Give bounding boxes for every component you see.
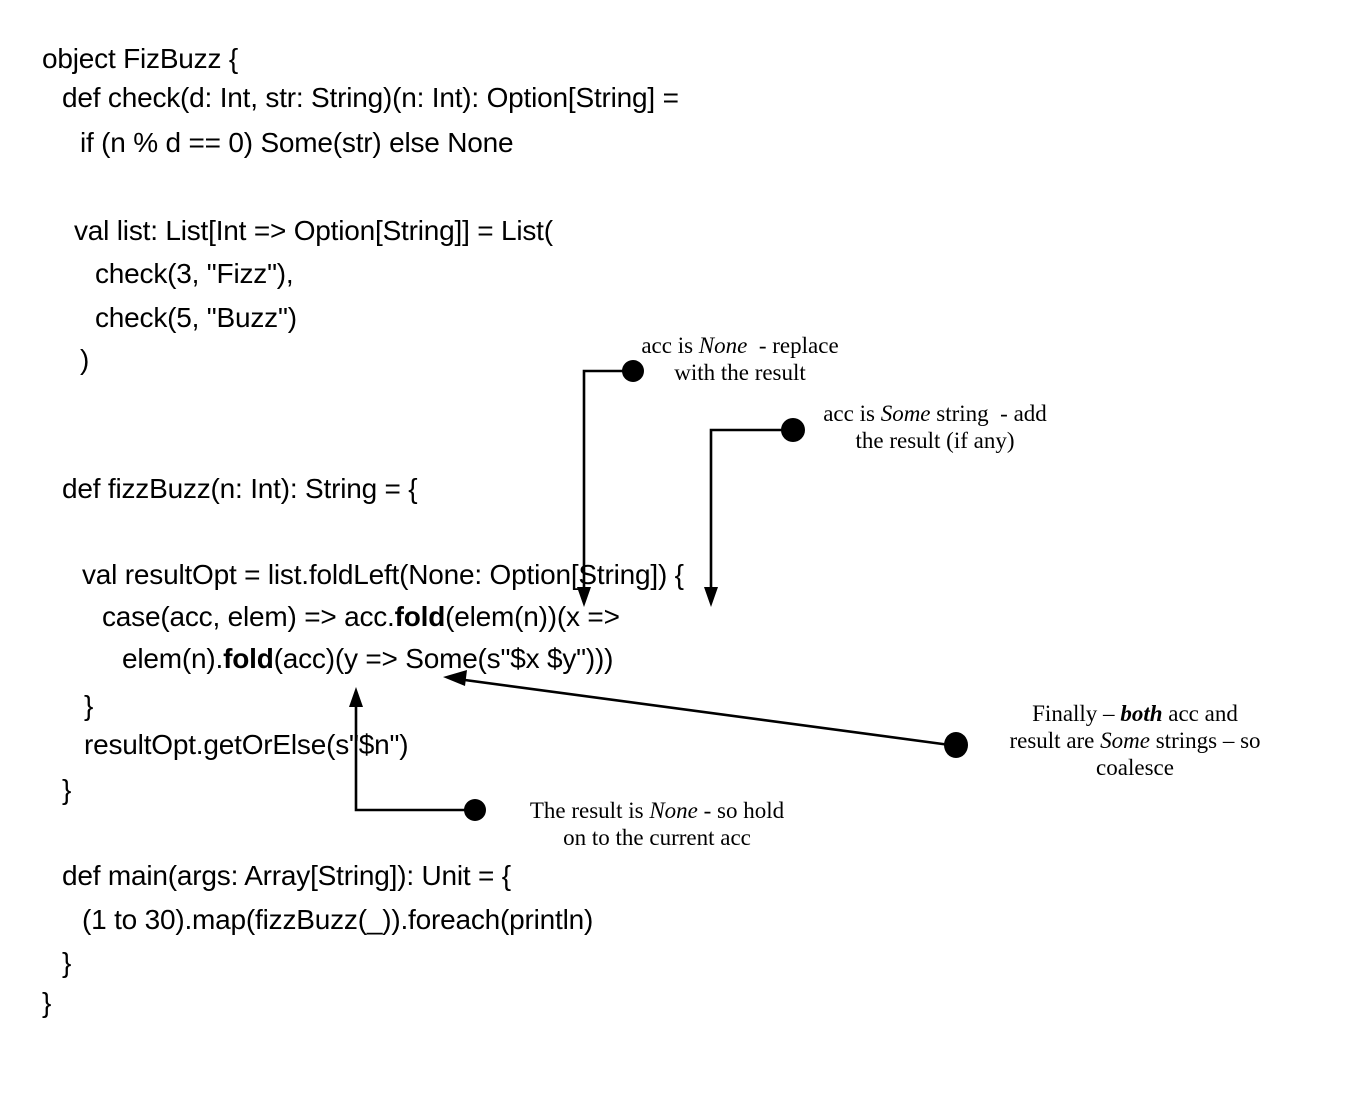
code-line-l05: check(3, "Fizz"), bbox=[95, 258, 294, 289]
code-line-l02: def check(d: Int, str: String)(n: Int): … bbox=[62, 82, 679, 113]
code-line-l08: def fizzBuzz(n: Int): String = { bbox=[62, 473, 418, 504]
code-line-l04: val list: List[Int => Option[String]] = … bbox=[74, 215, 553, 246]
code-line-l11: elem(n).fold(acc)(y => Some(s"$x $y"))) bbox=[122, 643, 614, 674]
code-line-l06: check(5, "Buzz") bbox=[95, 302, 297, 333]
code-line-l03: if (n % d == 0) Some(str) else None bbox=[80, 127, 514, 158]
code-line-l17: } bbox=[62, 947, 72, 978]
code-line-l14: } bbox=[62, 774, 72, 805]
code-line-l10: case(acc, elem) => acc.fold(elem(n))(x =… bbox=[102, 601, 620, 632]
code-line-l13: resultOpt.getOrElse(s"$n") bbox=[84, 729, 409, 760]
code-line-l16: (1 to 30).map(fizzBuzz(_)).foreach(print… bbox=[82, 904, 594, 935]
code-line-l09: val resultOpt = list.foldLeft(None: Opti… bbox=[82, 559, 684, 590]
code-line-l12: } bbox=[84, 690, 94, 721]
code-line-l18: } bbox=[42, 987, 52, 1018]
code-line-l01: object FizBuzz { bbox=[42, 43, 238, 74]
code-line-l07: ) bbox=[80, 344, 90, 375]
code-line-l15: def main(args: Array[String]): Unit = { bbox=[62, 860, 511, 891]
